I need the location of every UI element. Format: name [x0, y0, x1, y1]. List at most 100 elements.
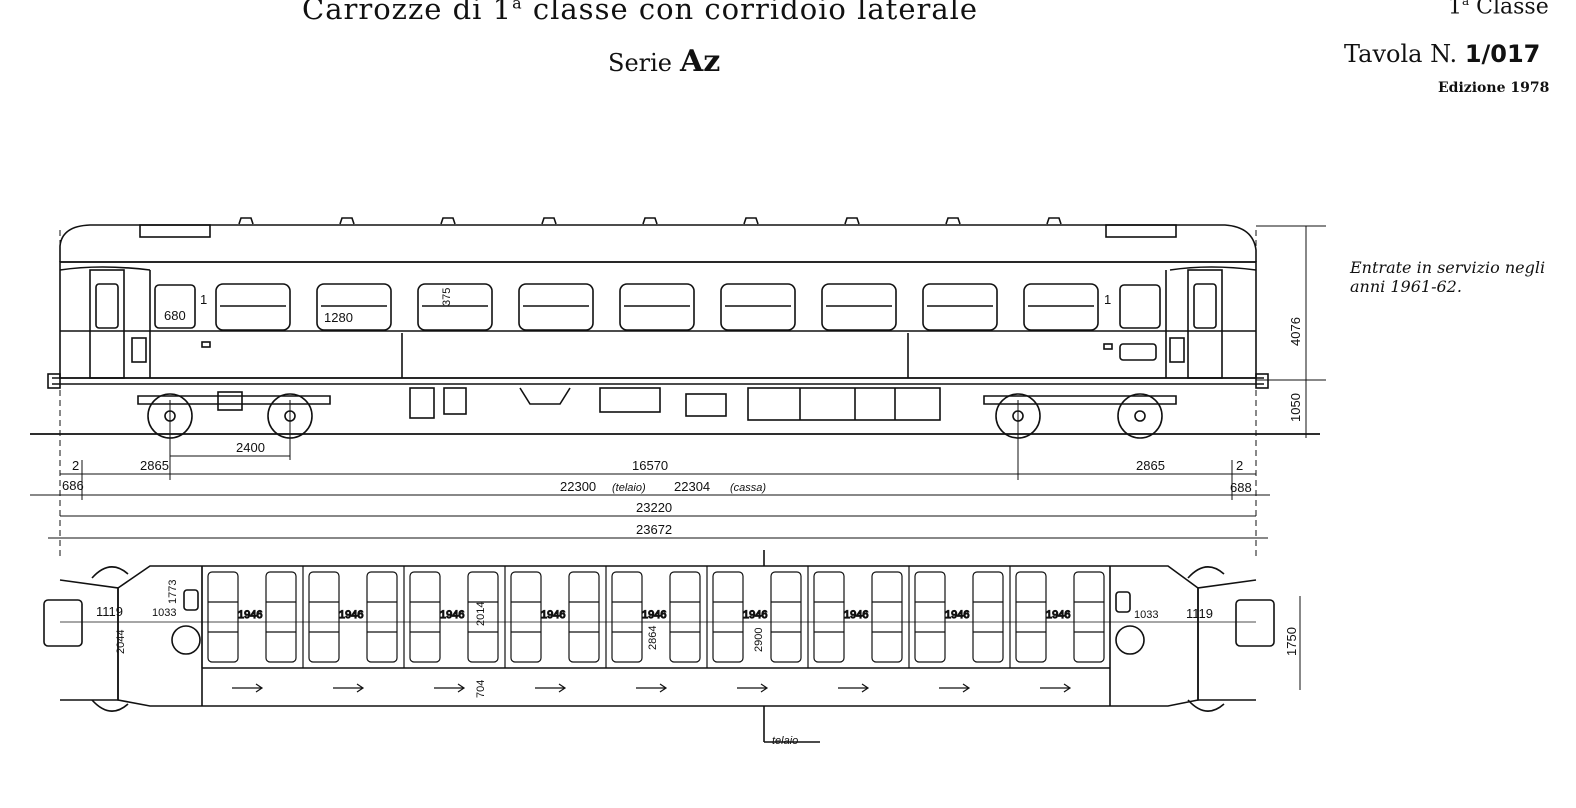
plate-small-left — [201, 341, 211, 348]
compartment-length-dimension: 1946 — [844, 609, 868, 621]
drawing-title: Carrozze di 1a classe con corridoio late… — [302, 0, 978, 26]
toilet-window-right — [1119, 284, 1161, 329]
end-platform-left — [59, 579, 119, 701]
title-text: Carrozze di 1 — [302, 0, 513, 26]
gangway-left — [43, 599, 83, 647]
service-note-line-1: Entrate in servizio negli — [1350, 258, 1546, 277]
seat-bench-right — [770, 571, 802, 663]
roof-outline — [59, 224, 1257, 262]
equipment-box-1 — [409, 387, 435, 419]
plate-value: 1/017 — [1464, 40, 1541, 68]
roof-ventilators — [238, 217, 1062, 225]
roof-ends — [59, 266, 1257, 271]
compartment-window — [417, 283, 493, 331]
compartment-window — [1023, 283, 1099, 331]
washbasin-left — [171, 625, 201, 655]
overhang-left-dimension: 2865 — [140, 458, 169, 473]
floor-plan — [43, 550, 1301, 743]
handle-left — [131, 337, 147, 363]
seat-bench-right — [1073, 571, 1105, 663]
seat-bench-right — [265, 571, 297, 663]
height-dimensions — [1256, 225, 1326, 438]
seat-bench-right — [366, 571, 398, 663]
washbasin-right — [1115, 625, 1145, 655]
class-superscript: a — [1462, 0, 1470, 8]
roof-ventilator — [339, 217, 355, 225]
bogie-pivot-dimension: 1750 — [1284, 627, 1299, 656]
seat-bench-left — [712, 571, 744, 663]
gap-left-dimension: 2 — [72, 458, 79, 473]
corridor-arrow — [333, 683, 365, 693]
compartment-window — [720, 283, 796, 331]
class-label: 1a Classe — [1448, 0, 1549, 19]
roof-ventilator — [642, 217, 658, 225]
window-height-label-375: 375 — [441, 288, 453, 306]
inner-width-dimension: 2864 — [647, 626, 659, 650]
seat-bench-right — [669, 571, 701, 663]
corridor-arrow — [636, 683, 668, 693]
buffer-right — [1255, 373, 1269, 389]
door-left — [89, 269, 125, 379]
corridor-width-dimension: 704 — [475, 680, 487, 698]
compartment-window — [316, 283, 392, 331]
roof-ventilator — [1046, 217, 1062, 225]
end-platform-right — [1197, 579, 1257, 701]
toilet-left-dimension: 1033 — [152, 607, 176, 619]
title-superscript: a — [512, 0, 523, 13]
seat-bench-right — [972, 571, 1004, 663]
roof-ventilator — [238, 217, 254, 225]
body-length-dimension: 22304 — [674, 479, 710, 494]
overhang-right-dimension: 2865 — [1136, 458, 1165, 473]
class-word: Classe — [1469, 0, 1549, 20]
vestibule-left-dimension: 1119 — [96, 604, 123, 619]
corridor-arrow — [535, 683, 567, 693]
wc-right — [1115, 591, 1131, 613]
battery-box — [599, 387, 661, 413]
generator-box — [747, 387, 941, 421]
plate-small-right — [1103, 343, 1113, 350]
compartment-length-dimension: 1946 — [440, 609, 464, 621]
seat-bench-right — [871, 571, 903, 663]
corridor-arrow — [939, 683, 971, 693]
plate-number: Tavola N. 1/017 — [1344, 40, 1540, 68]
toilet-right-dimension: 1033 — [1134, 609, 1158, 621]
compartment-window — [619, 283, 695, 331]
seat-bench-left — [1015, 571, 1047, 663]
class-marking-right: 1 — [1104, 292, 1111, 307]
seat-bench-left — [510, 571, 542, 663]
compartment-length-dimension: 1946 — [339, 609, 363, 621]
series-code: Az — [680, 44, 721, 79]
roof-vent-right — [1105, 224, 1177, 238]
series-label: Serie — [608, 49, 672, 77]
carbody-side — [59, 261, 1257, 379]
door-window-right — [1193, 283, 1217, 329]
seat-bench-left — [611, 571, 643, 663]
frame-label: telaio — [772, 735, 798, 747]
equipment-box-2 — [443, 387, 467, 415]
floor-height-dimension: 1050 — [1288, 393, 1303, 422]
door-window-left — [95, 283, 119, 329]
window-width-label-1280: 1280 — [324, 310, 353, 325]
plate-box-right — [1119, 343, 1157, 361]
bogie-wheelbase-dimension: 2400 — [236, 440, 265, 455]
class-marking-left: 1 — [200, 292, 207, 307]
equipment-box-3 — [685, 393, 727, 417]
bogie-centers-dimension: 16570 — [632, 458, 668, 473]
equipment-tank — [519, 387, 571, 405]
service-note-line-2: anni 1961-62. — [1350, 277, 1462, 296]
body-width-dimension: 2900 — [753, 628, 765, 652]
roof-ventilator — [945, 217, 961, 225]
roof-vent-left — [139, 224, 211, 238]
edition-line: Edizione 1978 — [1438, 80, 1549, 96]
compartment-length-dimension: 1946 — [945, 609, 969, 621]
toilet-width-dimension: 1773 — [167, 580, 179, 604]
toilet-window-left — [154, 284, 196, 329]
title-text-end: classe con corridoio laterale — [522, 0, 979, 26]
gangway-right — [1235, 599, 1275, 647]
compartment-width-dimension: 2014 — [475, 602, 487, 626]
window-width-label-680: 680 — [164, 308, 186, 323]
bogie-right — [983, 393, 1177, 439]
handle-right — [1169, 337, 1185, 363]
